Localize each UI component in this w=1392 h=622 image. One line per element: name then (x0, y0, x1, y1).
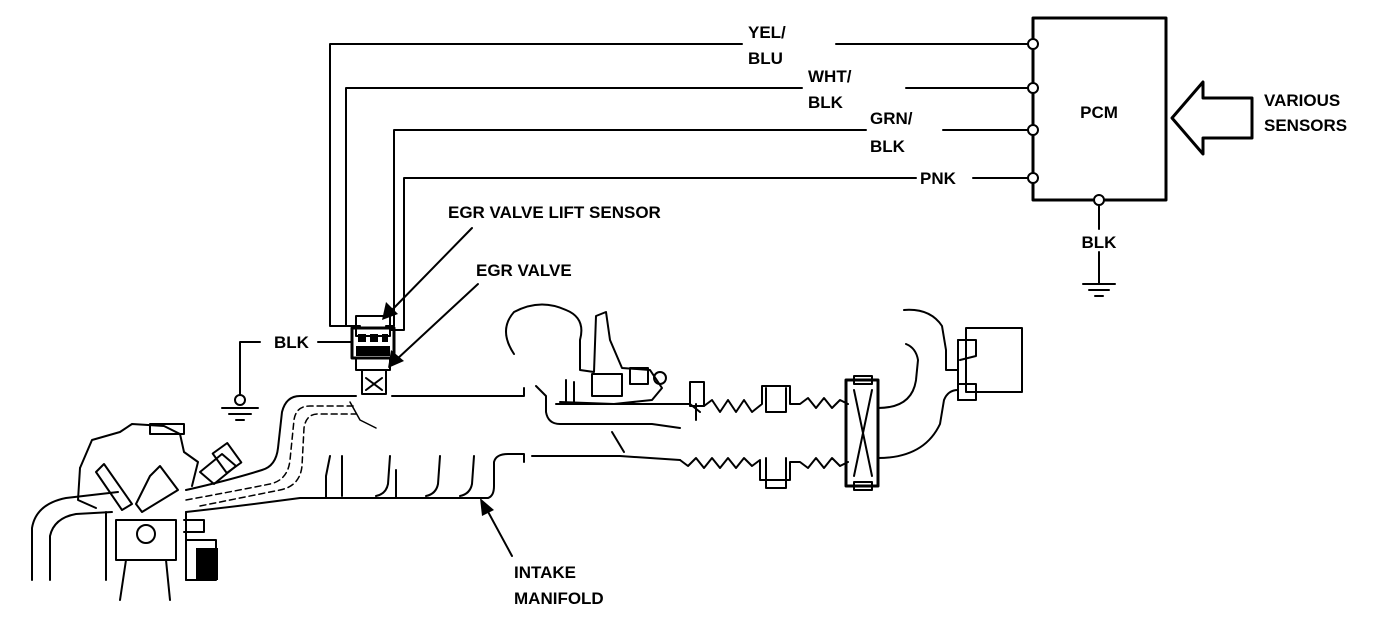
wire-grn-blk (385, 124, 1039, 327)
wire-pnk (389, 172, 1039, 331)
pcm-label: PCM (1080, 103, 1118, 122)
valve-ground-label: BLK (274, 333, 310, 352)
egr-lift-sensor (350, 315, 396, 360)
air-filter-box (844, 375, 880, 491)
various-sensors-label-line2: SENSORS (1264, 116, 1347, 135)
air-intake-ducts (877, 308, 1023, 459)
intake-bellows-top (703, 385, 849, 413)
egr-valve-callout: EGR VALVE (476, 261, 572, 280)
pcm-ground-label: BLK (1082, 233, 1118, 252)
various-sensors-label-line1: VARIOUS (1264, 91, 1340, 110)
engine-cylinder (31, 423, 243, 601)
wire-yel-blu (329, 38, 1039, 327)
wire-label-blu: BLU (748, 49, 783, 68)
lift-sensor-callout: EGR VALVE LIFT SENSOR (448, 203, 661, 222)
egr-valve (349, 357, 391, 429)
wire-label-wht: WHT/ (808, 67, 852, 86)
pcm-ground (1082, 194, 1116, 297)
intake-bellows-bottom (679, 457, 849, 489)
wire-label-pnk: PNK (920, 169, 957, 188)
intake-manifold-callout-line2: MANIFOLD (514, 589, 604, 608)
throttle-body (505, 303, 705, 453)
intake-manifold (185, 385, 681, 513)
various-sensors-arrow (1170, 80, 1254, 156)
wire-label-yel: YEL/ (748, 23, 786, 42)
pcm-module: PCM (1031, 16, 1168, 202)
intake-manifold-callout-line1: INTAKE (514, 563, 576, 582)
wire-label-grn: GRN/ (870, 109, 913, 128)
wire-wht-blk (345, 82, 1039, 327)
valve-ground (221, 341, 353, 421)
wire-label-blk-2: BLK (870, 137, 906, 156)
wire-label-blk-1: BLK (808, 93, 844, 112)
